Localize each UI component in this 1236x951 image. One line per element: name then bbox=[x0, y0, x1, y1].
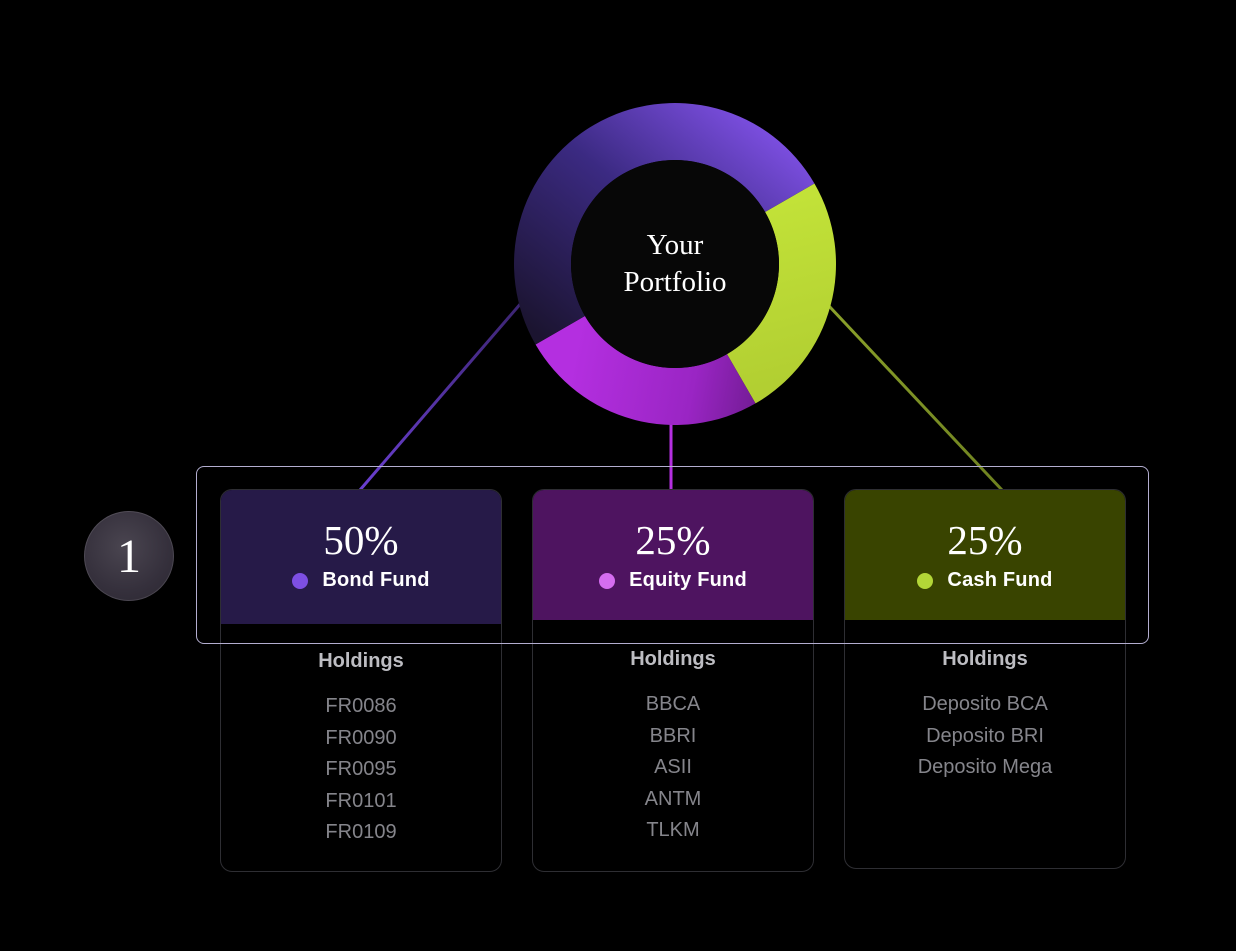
portfolio-donut-chart bbox=[513, 102, 837, 426]
equity-holding-item: TLKM bbox=[646, 819, 700, 841]
donut-segment-cash bbox=[727, 183, 836, 404]
cash-fund-card: 25% Cash Fund Holdings Deposito BCA Depo… bbox=[844, 489, 1126, 869]
bond-holding-item: FR0109 bbox=[325, 821, 397, 843]
center-label-line2: Portfolio bbox=[623, 266, 727, 298]
equity-holding-item: ASII bbox=[654, 756, 692, 778]
cash-fund-percent: 25% bbox=[947, 517, 1023, 563]
donut-segment-bond bbox=[514, 102, 815, 345]
donut-center-label: Your Portfolio bbox=[513, 102, 837, 426]
bond-fund-dot bbox=[292, 572, 309, 589]
center-label-line1: Your bbox=[646, 229, 704, 261]
bond-fund-card: 50% Bond Fund Holdings FR0086 FR0090 FR0… bbox=[220, 489, 502, 872]
step-number-badge: 1 bbox=[84, 511, 174, 601]
cash-holdings-title: Holdings bbox=[942, 648, 1028, 670]
bond-holdings-title: Holdings bbox=[318, 650, 404, 672]
bond-holding-item: FR0101 bbox=[325, 789, 397, 812]
bond-fund-header: 50% Bond Fund bbox=[221, 490, 501, 624]
cash-fund-holdings: Holdings Deposito BCA Deposito BRI Depos… bbox=[845, 620, 1125, 784]
cash-holding-item: Deposito BRI bbox=[926, 724, 1044, 747]
cash-connector-line bbox=[827, 304, 1004, 492]
bond-holding-item: FR0086 bbox=[325, 695, 397, 717]
bond-fund-holdings: Holdings FR0086 FR0090 FR0095 FR0101 FR0… bbox=[221, 624, 501, 849]
cash-fund-dot bbox=[917, 572, 934, 589]
equity-fund-holdings: Holdings BBCA BBRI ASII ANTM TLKM bbox=[533, 620, 813, 847]
bond-holding-item: FR0090 bbox=[325, 726, 397, 749]
cash-holding-item: Deposito Mega bbox=[917, 756, 1053, 778]
cash-holding-item: Deposito BCA bbox=[922, 693, 1048, 715]
equity-holding-item: BBRI bbox=[649, 724, 697, 747]
equity-fund-name: Equity Fund bbox=[629, 569, 747, 591]
bond-fund-percent: 50% bbox=[323, 517, 399, 563]
bond-holding-item: FR0095 bbox=[325, 758, 397, 780]
cash-fund-name: Cash Fund bbox=[947, 569, 1053, 591]
equity-fund-percent: 25% bbox=[635, 517, 711, 563]
cash-fund-legend: Cash Fund bbox=[917, 569, 1052, 592]
equity-fund-header: 25% Equity Fund bbox=[533, 490, 813, 620]
cash-fund-header: 25% Cash Fund bbox=[845, 490, 1125, 620]
equity-fund-dot bbox=[599, 572, 616, 589]
equity-holding-item: BBCA bbox=[645, 693, 701, 715]
equity-fund-card: 25% Equity Fund Holdings BBCA BBRI ASII … bbox=[532, 489, 814, 872]
equity-fund-legend: Equity Fund bbox=[599, 569, 747, 592]
equity-holdings-title: Holdings bbox=[630, 648, 716, 670]
donut-hole bbox=[571, 160, 779, 368]
bond-fund-name: Bond Fund bbox=[322, 569, 430, 591]
donut-segment-equity bbox=[535, 316, 756, 426]
equity-holding-item: ANTM bbox=[644, 787, 702, 810]
bond-fund-legend: Bond Fund bbox=[292, 569, 429, 592]
bond-connector-line bbox=[358, 301, 524, 491]
